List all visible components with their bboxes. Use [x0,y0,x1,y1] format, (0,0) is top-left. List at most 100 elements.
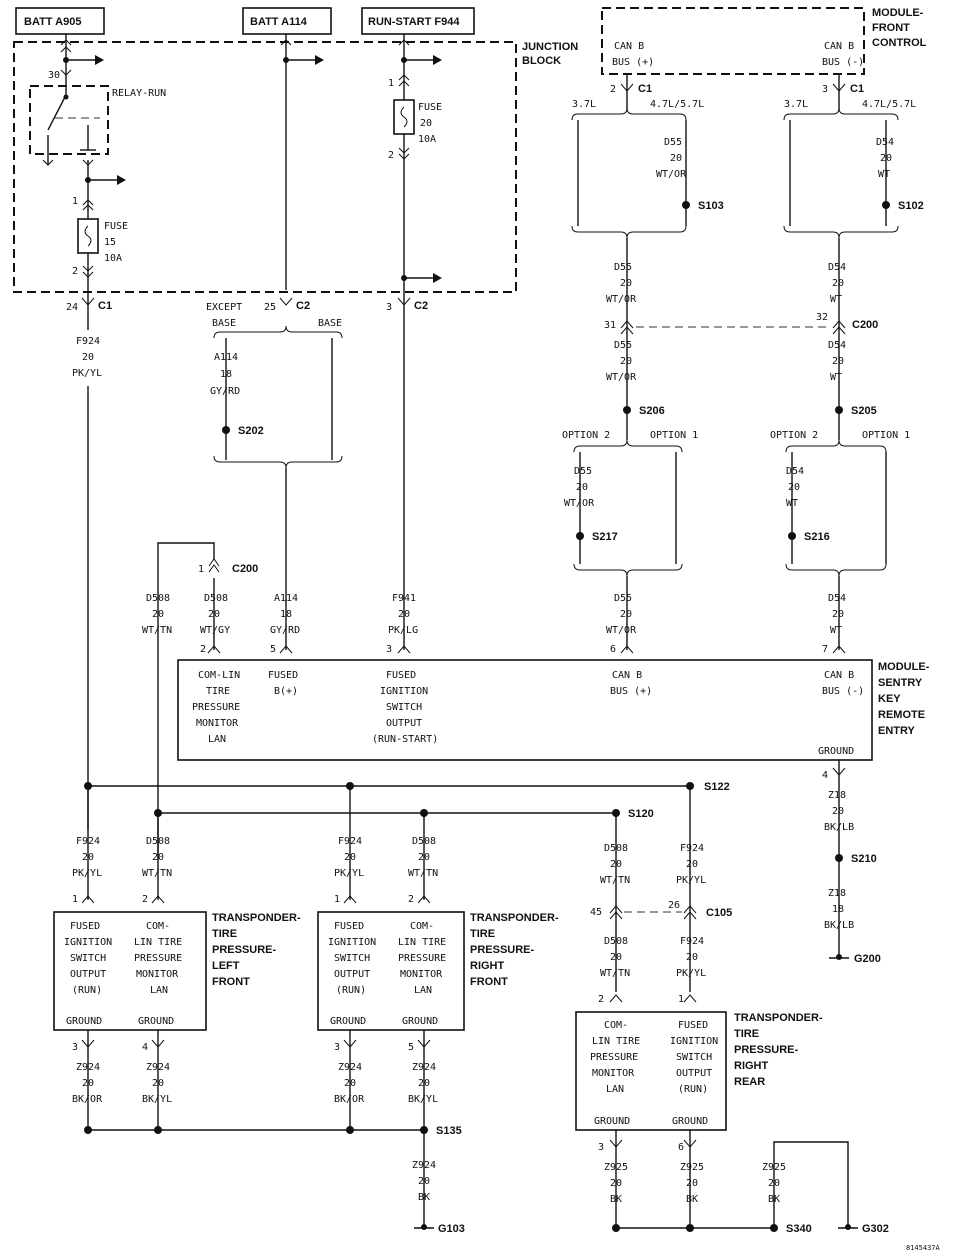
module-front-control-frame [601,7,865,75]
connector-relay-out [82,159,94,166]
d508-code-lf: D508 [146,836,170,847]
skrem-ground: GROUND [818,746,854,757]
rf-fused-1: FUSED [334,921,364,932]
drawing-code: 8145437A [906,1244,941,1252]
d55-code-d: D55 [574,466,592,477]
fuse-20-element [400,106,408,128]
pin-2-rr: 2 [598,994,604,1005]
splice-s217 [576,532,584,540]
skrem-fign-4: OUTPUT [386,718,422,729]
d54-gauge-c: 20 [832,356,844,367]
rf-fused-5: (RUN) [336,985,366,996]
pin-4-skrem: 4 [822,770,828,781]
relay-run-frame [29,85,109,155]
a114-code-top: A114 [214,352,238,363]
pin-24: 24 [66,302,78,313]
relay-pivot [63,94,69,100]
splice-s205 [835,406,843,414]
connector-c2-3 [397,297,411,306]
mfc-canp-2: BUS (+) [612,57,654,68]
pin-fuse20-1: 1 [388,78,394,89]
arrow-relay-branch [117,175,126,185]
pin-2-mfc: 2 [610,84,616,95]
pin-fuse15-2: 2 [72,266,78,277]
d508-color-left: WT/TN [142,625,172,636]
arrow-f944-low [433,273,442,283]
f941-code: F941 [392,593,416,604]
z925-color-rr1: BK [610,1194,622,1205]
pin-1-rr: 1 [678,994,684,1005]
d508-gauge-rf: 20 [418,852,430,863]
z924-gauge-lf1: 20 [82,1078,94,1089]
pin-3-c2: 3 [386,302,392,313]
z924-color-lf1: BK/OR [72,1094,103,1105]
conn-c200-mid: C200 [232,563,258,575]
connector-f944-top [398,39,410,46]
rr-title-5: REAR [734,1076,765,1088]
d55-color-b: WT/OR [606,294,637,305]
node-gnd-lf2 [154,1126,162,1134]
a114-color-top: GY/RD [210,386,240,397]
d508-gauge-left: 20 [152,609,164,620]
run-start-box [361,7,475,35]
conn-c2-mid: C2 [296,300,310,312]
rf-comlin-3: PRESSURE [398,953,446,964]
connector-lf-3 [81,1039,95,1048]
f924-code-rf: F924 [338,836,362,847]
except-base-2: BASE [212,318,236,329]
relay-switch [47,94,67,131]
arrow-a114-branch [315,55,324,65]
d55-color-e: WT/OR [606,625,637,636]
ground-g302-dot [845,1224,851,1230]
pin-5-rf: 5 [408,1042,414,1053]
f924-gauge-rr-a: 20 [686,859,698,870]
skrem-title-1: MODULE- [878,661,930,673]
pin-fuse20-2: 2 [388,150,394,161]
connector-a114-top [280,39,292,46]
d55-color-c: WT/OR [606,372,637,383]
z924-color-rf2: BK/YL [408,1094,438,1105]
z924-color-lf2: BK/YL [142,1094,172,1105]
a114-gauge-top: 18 [220,369,232,380]
rr-fused-2: IGNITION [670,1036,718,1047]
run-start-label: RUN-START F944 [368,16,460,28]
connector-rf-2 [417,895,431,904]
d54-gauge-d: 20 [788,482,800,493]
f924-color-rr-a: PK/YL [676,875,706,886]
d508-code-left: D508 [146,593,170,604]
option2-b: OPTION 2 [770,430,818,441]
z924-gauge-s135: 20 [418,1176,430,1187]
lf-ground-2: GROUND [138,1016,174,1027]
d508-code-rr-a: D508 [604,843,628,854]
connector-pin30 [60,69,72,76]
skrem-fign-5: (RUN-START) [372,734,438,745]
d54-gauge-e: 20 [832,609,844,620]
connector-fuse15-out [82,265,94,278]
node-gnd-rr1 [612,1224,620,1232]
d508-gauge-rr-a: 20 [610,859,622,870]
rf-title-1: TRANSPONDER- [470,912,559,924]
brace-d54-opt-top [785,439,887,453]
node-gnd-lf1 [84,1126,92,1134]
z18-code-b: Z18 [828,888,846,899]
connector-c200-31 [620,320,634,335]
lf-title-4: LEFT [212,960,240,972]
base-label: BASE [318,318,342,329]
skrem-canm-2: BUS (-) [822,686,864,697]
option1-b: OPTION 1 [862,430,910,441]
relay-run-label: RELAY-RUN [112,88,166,99]
z18-gauge-a: 20 [832,806,844,817]
pin-1-c200: 1 [198,564,204,575]
rf-title-2: TIRE [470,928,495,940]
conn-c1-d55: C1 [638,83,652,95]
z18-color-b: BK/LB [824,920,854,931]
f924-gauge-rf: 20 [344,852,356,863]
pin-3-mfc: 3 [822,84,828,95]
skrem-canp-1: CAN B [612,670,642,681]
rf-ground-1: GROUND [330,1016,366,1027]
node-gnd-rr2 [686,1224,694,1232]
d54-code-a: D54 [876,137,894,148]
rr-fused-4: OUTPUT [676,1068,712,1079]
skrem-module-box [177,659,873,761]
skrem-title-5: ENTRY [878,725,916,737]
